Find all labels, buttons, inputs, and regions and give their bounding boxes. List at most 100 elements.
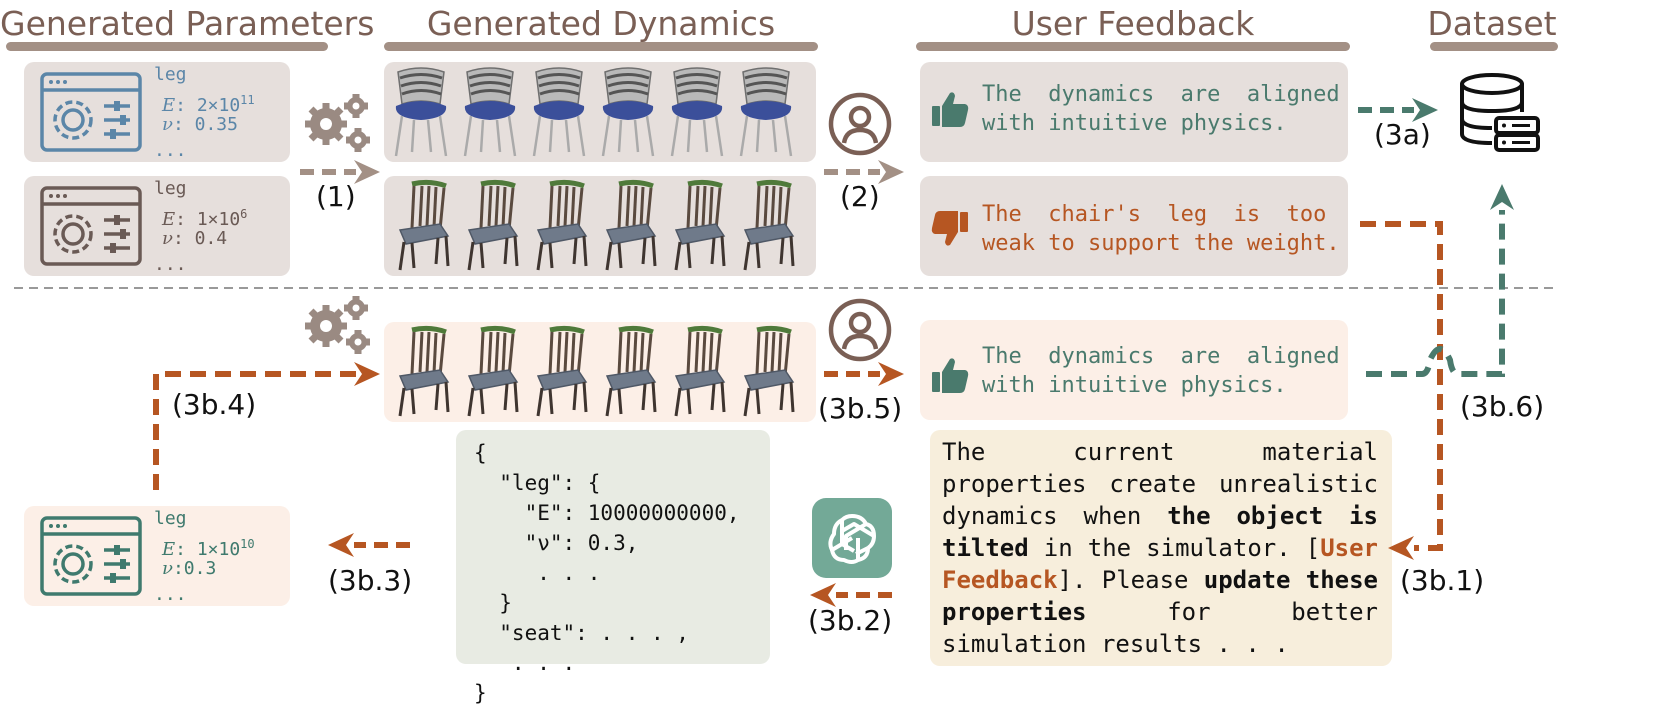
step-label-3b2: (3b.2)	[808, 604, 893, 637]
chair-icon	[601, 67, 655, 157]
nu-symbol: ν	[162, 228, 173, 249]
llm-knot-icon	[828, 514, 876, 564]
feedback-panel-2: The chair's leg is too weak to support t…	[920, 176, 1348, 276]
thumbs-up-icon	[932, 92, 969, 127]
chair-icon	[739, 67, 793, 157]
feedback-text-line2: with intuitive physics.	[982, 111, 1287, 136]
param-part: leg	[154, 178, 187, 199]
arrowhead	[328, 533, 354, 557]
param-youngs-modulus: E: 1×106	[162, 201, 247, 233]
e-value: : 1×10	[175, 209, 241, 230]
dynamics-panel-3	[384, 322, 816, 422]
chair-icon	[605, 325, 657, 417]
param-youngs-modulus: E: 1×1010	[162, 531, 255, 563]
chair-icon	[536, 325, 588, 417]
step-label-3b4: (3b.4)	[172, 388, 257, 421]
param-poisson: ν: 0.35	[162, 112, 238, 138]
feedback-text-line1: The dynamics are aligned	[982, 82, 1340, 107]
chair-icon	[674, 325, 726, 417]
thumbs-down-icon	[931, 211, 968, 246]
chair-icon	[463, 67, 517, 157]
header-generated-dynamics: Generated Dynamics	[426, 4, 776, 43]
e-symbol: E	[162, 539, 176, 560]
step-label-3b5: (3b.5)	[818, 392, 903, 425]
prompt-user-feedback: User Feedback	[942, 534, 1378, 594]
feedback-text-line2: weak to support the weight.	[982, 231, 1340, 256]
step-label-3b6: (3b.6)	[1460, 390, 1545, 423]
param-panel-3: leg E: 1×1010 ν:0.3 ...	[24, 506, 290, 606]
param-part: leg	[154, 64, 187, 85]
prompt-panel: The current material properties create u…	[930, 430, 1392, 666]
e-exponent: 10	[240, 537, 255, 551]
step-label-3a: (3a)	[1374, 118, 1431, 151]
nu-value: : 0.35	[172, 114, 238, 135]
param-more: ...	[154, 140, 187, 161]
e-value: : 1×10	[175, 539, 241, 560]
user-icon	[828, 298, 892, 362]
arrowhead	[878, 160, 904, 184]
param-more: ...	[154, 584, 187, 605]
chair-icon	[467, 325, 519, 417]
chair-icon	[467, 179, 519, 271]
prompt-bold: the object is tilted	[942, 502, 1378, 562]
prompt-part: in the simulator. [	[1028, 534, 1321, 562]
arrowhead	[878, 362, 904, 386]
prompt-bold: update these properties	[942, 566, 1378, 626]
e-exponent: 11	[240, 93, 255, 107]
database-icon	[1460, 73, 1540, 152]
param-panel-1: leg E: 2×1011 ν: 0.35 ...	[24, 62, 290, 162]
arrow-step-3b6	[1366, 210, 1505, 377]
chair-icon	[743, 179, 795, 271]
settings-window-icon	[40, 72, 142, 152]
chair-sequence	[390, 179, 797, 272]
nu-symbol: ν	[162, 114, 173, 135]
e-symbol: E	[162, 209, 176, 230]
header-underline	[1430, 42, 1558, 51]
gears-icon	[305, 94, 370, 152]
param-poisson: ν: 0.4	[162, 226, 227, 252]
arrowhead	[810, 583, 836, 607]
nu-symbol: ν	[162, 558, 173, 579]
user-icon	[828, 92, 892, 156]
feedback-panel-1: The dynamics are aligned with intuitive …	[920, 62, 1348, 162]
param-youngs-modulus: E: 2×1011	[162, 87, 255, 119]
prompt-part: for better simulation results . . .	[942, 598, 1378, 658]
feedback-text-line1: The dynamics are aligned	[982, 344, 1340, 369]
chair-sequence	[390, 66, 797, 158]
dynamics-panel-2	[384, 176, 816, 276]
feedback-text-line1: The chair's leg is too	[982, 202, 1327, 227]
chair-icon	[394, 67, 448, 157]
arrow-step-3b1	[1360, 221, 1443, 551]
feedback-panel-3: The dynamics are aligned with intuitive …	[920, 320, 1348, 420]
nu-value: :0.3	[172, 558, 217, 579]
step-label-3b1: (3b.1)	[1400, 564, 1485, 597]
param-poisson: ν:0.3	[162, 556, 216, 582]
arrowhead	[1388, 536, 1414, 560]
chair-icon	[743, 325, 795, 417]
e-value: : 2×10	[175, 95, 241, 116]
json-code-panel: { "leg": { "E": 10000000000, "ν": 0.3, .…	[456, 430, 770, 705]
prompt-part: The current material properties create u…	[942, 438, 1378, 530]
step-label-2: (2)	[840, 180, 880, 213]
chair-icon	[674, 179, 726, 271]
dynamics-panel-1	[384, 62, 816, 162]
arrowhead	[1490, 184, 1514, 210]
e-symbol: E	[162, 95, 176, 116]
header-underline	[916, 42, 1350, 51]
arrowhead	[1412, 98, 1438, 122]
prompt-part: ]. Please	[1057, 566, 1204, 594]
param-more: ...	[154, 254, 187, 275]
chair-icon	[670, 67, 724, 157]
arrow-step-3b4	[153, 371, 356, 490]
param-panel-2: leg E: 1×106 ν: 0.4 ...	[24, 176, 290, 276]
settings-window-icon	[40, 186, 142, 266]
json-code: { "leg": { "E": 10000000000, "ν": 0.3, .…	[474, 441, 740, 705]
header-underline	[6, 42, 328, 51]
param-part: leg	[154, 508, 187, 529]
step-label-3b3: (3b.3)	[328, 564, 413, 597]
llm-logo-icon	[812, 498, 892, 578]
thumbs-up-icon	[932, 358, 969, 393]
chair-icon	[398, 325, 450, 417]
chair-icon	[398, 179, 450, 271]
